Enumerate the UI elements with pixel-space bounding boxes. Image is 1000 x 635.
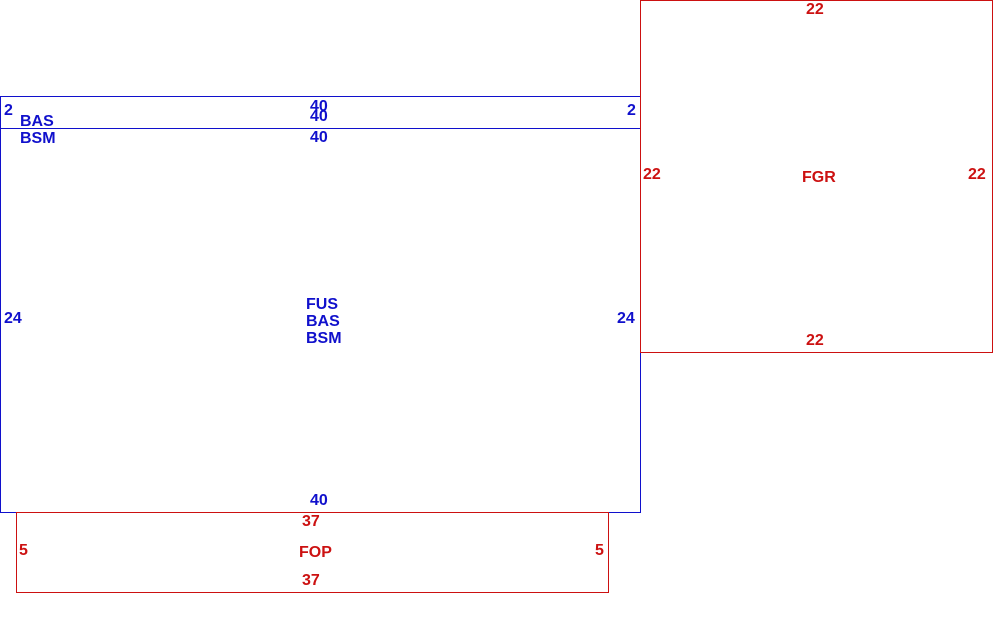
fop-left-number: 5 (19, 542, 28, 559)
strip-left-number: 2 (4, 102, 13, 119)
main-right-number: 24 (617, 310, 635, 327)
main-top-number: 40 (310, 129, 328, 146)
strip-label-stack: BAS BSM (20, 113, 56, 147)
fop-top-number: 37 (302, 513, 320, 530)
fop-region (16, 512, 609, 593)
fop-bottom-number: 37 (302, 572, 320, 589)
main-label-stack: FUS BAS BSM (306, 296, 342, 347)
fgr-right-number: 22 (968, 166, 986, 183)
main-label-bsm: BSM (306, 330, 342, 347)
fgr-left-number: 22 (643, 166, 661, 183)
strip-label-bas: BAS (20, 113, 54, 130)
main-bottom-number: 40 (310, 492, 328, 509)
fop-label: FOP (299, 544, 332, 561)
main-label-fus: FUS (306, 296, 338, 313)
fgr-region (640, 0, 993, 353)
fop-right-number: 5 (595, 542, 604, 559)
main-label-bas: BAS (306, 313, 340, 330)
fgr-top-number: 22 (806, 1, 824, 18)
strip-top-number-2: 40 (310, 108, 328, 125)
strip-right-number: 2 (627, 102, 636, 119)
main-left-number: 24 (4, 310, 22, 327)
strip-top-number-1: 40 (310, 98, 328, 115)
strip-label-bsm: BSM (20, 130, 56, 147)
fgr-label: FGR (802, 169, 836, 186)
fgr-bottom-number: 22 (806, 332, 824, 349)
